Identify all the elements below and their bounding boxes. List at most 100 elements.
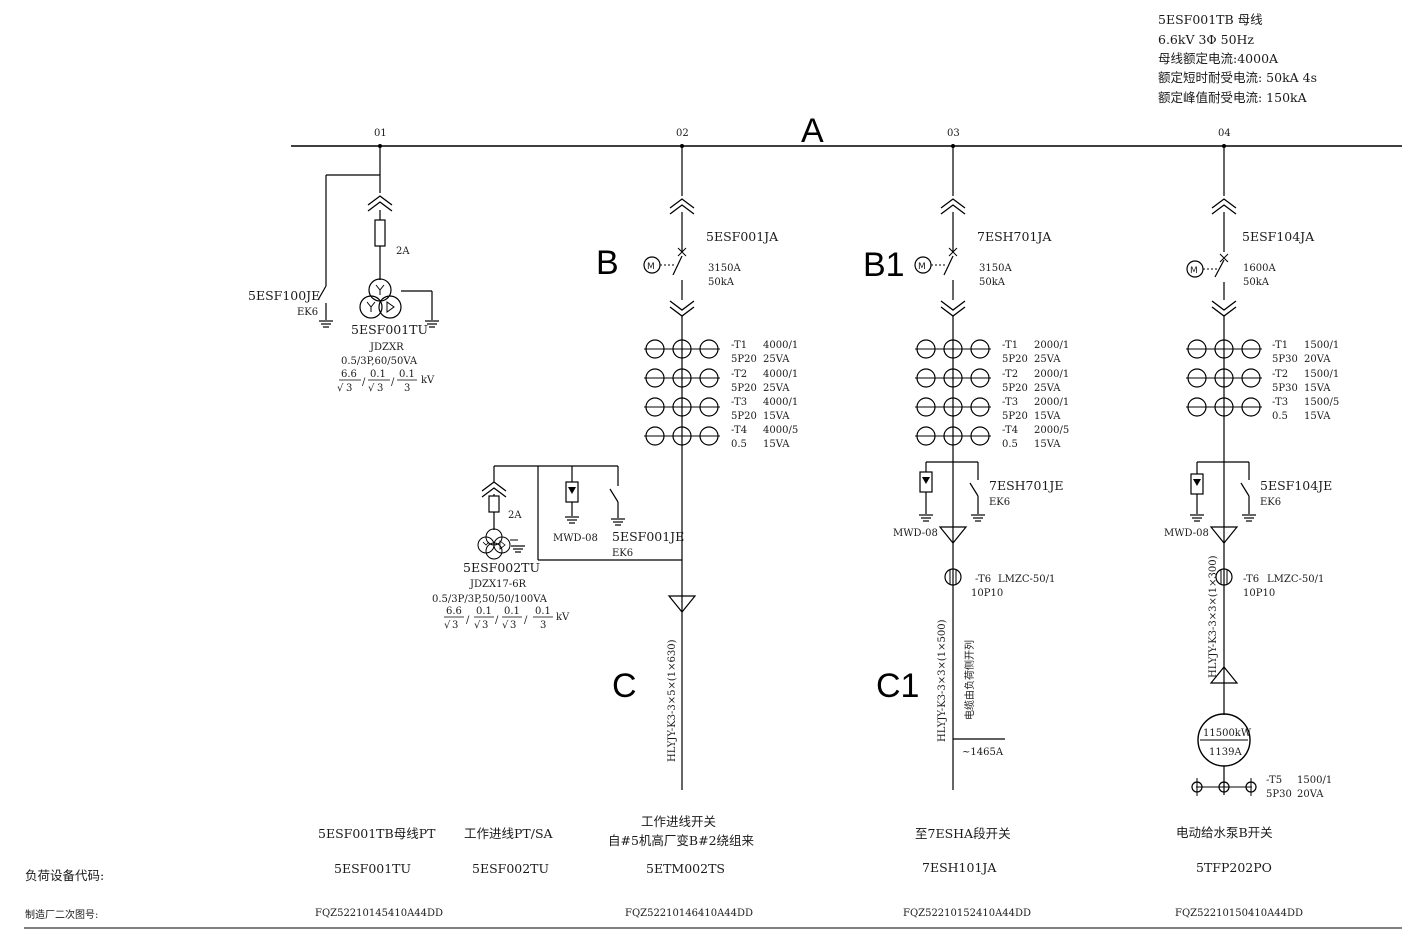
svg-text:0.1: 0.1 (504, 606, 520, 617)
motor-current: 1139A (1209, 747, 1242, 758)
pt2-ratio: 6.6 √3 / 0.1 √3 / 0.1 √3 / 0.1 3 kV (444, 606, 570, 631)
zero-sequence-ct-icon (1215, 568, 1233, 586)
motor-icon: 11500kW 1139A (1197, 713, 1252, 767)
ct-t4-class: 0.5 (731, 439, 747, 450)
ct-t2-ratio: 1500/1 (1304, 369, 1339, 380)
voltage-transformer-icon (359, 278, 402, 319)
svg-text:/: / (524, 615, 528, 626)
pt-model: JDZXR (369, 342, 404, 353)
svg-text:3: 3 (404, 383, 410, 394)
zct-model: LMZC-50/1 (1267, 574, 1324, 585)
arrester-type: MWD-08 (893, 528, 938, 539)
svg-text:3: 3 (482, 620, 488, 631)
earth-switch-blade (969, 482, 979, 497)
cable-spec: HLYJY-K3-3×3×(1×300) (1208, 555, 1219, 678)
busbar-peak-current: 额定峰值耐受电流: 150kA (1158, 90, 1308, 105)
ct-t4-name: -T4 (731, 425, 747, 436)
footer-desc-5: 电动给水泵B开关 (1176, 825, 1273, 840)
footer-desc-3a: 工作进线开关 (641, 814, 716, 829)
svg-text:0.1: 0.1 (399, 369, 415, 380)
svg-text:kV: kV (556, 612, 570, 623)
zero-sequence-ct-icon (944, 568, 962, 586)
svg-text:3: 3 (452, 620, 458, 631)
pt2-model: JDZX17-6R (469, 579, 527, 590)
cable-spec: HLYJY-K3-3×5×(1×630) (667, 639, 678, 762)
ct-t2-va: 25VA (763, 383, 790, 394)
breaker-current: 3150A (979, 263, 1012, 274)
earth-switch-name: 5ESF001JE (612, 529, 684, 544)
busbar-label-A: A (801, 112, 824, 150)
earth-switch-type: EK6 (989, 497, 1010, 508)
drawing-no-5: FQZ52210150410A44DD (1175, 908, 1303, 919)
busbar-voltage: 6.6kV 3Φ 50Hz (1158, 32, 1254, 47)
surge-arrester-icon (1190, 473, 1204, 495)
earth-switch-name: 5ESF104JE (1260, 478, 1332, 493)
ct-t1-va: 25VA (763, 354, 790, 365)
load-code-3: 5ETM002TS (646, 861, 725, 876)
zct-name: -T6 (975, 574, 991, 585)
surge-arrester-icon (565, 481, 579, 503)
ct-t4-ratio: 4000/5 (763, 425, 798, 436)
ct-t3-name: -T3 (731, 397, 747, 408)
marker-C1: C1 (876, 667, 919, 705)
svg-text:M: M (1190, 266, 1198, 276)
drawing-no-4: FQZ52210152410A44DD (903, 908, 1031, 919)
breaker-break-capacity: 50kA (979, 277, 1006, 288)
ct-t2-name: -T2 (731, 369, 747, 380)
motor-operator-icon: M (643, 256, 661, 274)
ct-t3-class: 0.5 (1272, 411, 1288, 422)
circuit-breaker-icon (1203, 253, 1229, 300)
breaker-current: 1600A (1243, 263, 1276, 274)
panel-01: 2A 5ESF100JE EK6 5ESF001TU JDZXR 0.5/3P,… (248, 144, 440, 394)
ct-t1-class: 5P20 (731, 354, 757, 365)
marker-B: B (596, 244, 619, 282)
ct-t5-va: 20VA (1297, 789, 1324, 800)
cable-termination-icon (938, 526, 968, 544)
ct-t2-name: -T2 (1272, 369, 1288, 380)
footer-table: 5ESF001TB母线PT 工作进线PT/SA 工作进线开关 自#5机高厂变B#… (24, 814, 1402, 929)
ct-t1-class: 5P20 (1002, 354, 1028, 365)
earth-switch-type: EK6 (612, 548, 633, 559)
earth-switch-blade (609, 488, 619, 503)
pt-class: 0.5/3P,60/50VA (341, 356, 418, 367)
pt-fuse-rating: 2A (396, 246, 410, 257)
load-code-label: 负荷设备代码: (25, 868, 104, 883)
earth-switch-type: EK6 (1260, 497, 1281, 508)
ct-t3-ratio: 4000/1 (763, 397, 798, 408)
ct-t3-va: 15VA (763, 411, 790, 422)
zct-name: -T6 (1243, 574, 1259, 585)
current-transformers-icon (1186, 339, 1262, 417)
zct-class: 10P10 (1243, 588, 1275, 599)
fuse-icon (374, 219, 386, 247)
arrester-type: MWD-08 (553, 533, 598, 544)
circuit-breaker-icon (931, 247, 958, 300)
pt2-fuse-rating: 2A (508, 510, 522, 521)
svg-text:0.1: 0.1 (535, 606, 551, 617)
cable-termination-icon (667, 595, 697, 613)
breaker-current: 3150A (708, 263, 741, 274)
ct-t1-va: 20VA (1304, 354, 1331, 365)
panel-number-01: 01 (374, 128, 387, 139)
pt2-class: 0.5/3P/3P,50/50/100VA (432, 594, 548, 605)
ct-t3-va: 15VA (1304, 411, 1331, 422)
cable-termination-icon (1209, 526, 1239, 544)
voltage-transformer-icon (477, 528, 511, 560)
earth-switch-blade (317, 285, 327, 301)
ct-t4-va: 15VA (1034, 439, 1061, 450)
ct-t5-class: 5P30 (1266, 789, 1292, 800)
zct-model: LMZC-50/1 (998, 574, 1055, 585)
panel-number-03: 03 (947, 128, 960, 139)
ct-t2-ratio: 2000/1 (1034, 369, 1069, 380)
panel-03: M -T1 2000/1 5P20 25VA -T2 2000/1 5P20 2… (863, 144, 1069, 790)
busbar-short-time-current: 额定短时耐受电流: 50kA 4s (1158, 70, 1317, 85)
svg-text:/: / (466, 615, 470, 626)
ct-t3-class: 5P20 (731, 411, 757, 422)
ct-t3-ratio: 1500/5 (1304, 397, 1339, 408)
ct-t2-class: 5P30 (1272, 383, 1298, 394)
load-code-4: 7ESH101JA (922, 860, 997, 875)
drawing-no-1: FQZ52210145410A44DD (315, 908, 443, 919)
breaker-break-capacity: 50kA (1243, 277, 1270, 288)
cable-note: 电缆由负荷侧开列 (963, 640, 976, 720)
earth-switch-type: EK6 (297, 307, 318, 318)
svg-text:√: √ (368, 383, 375, 394)
